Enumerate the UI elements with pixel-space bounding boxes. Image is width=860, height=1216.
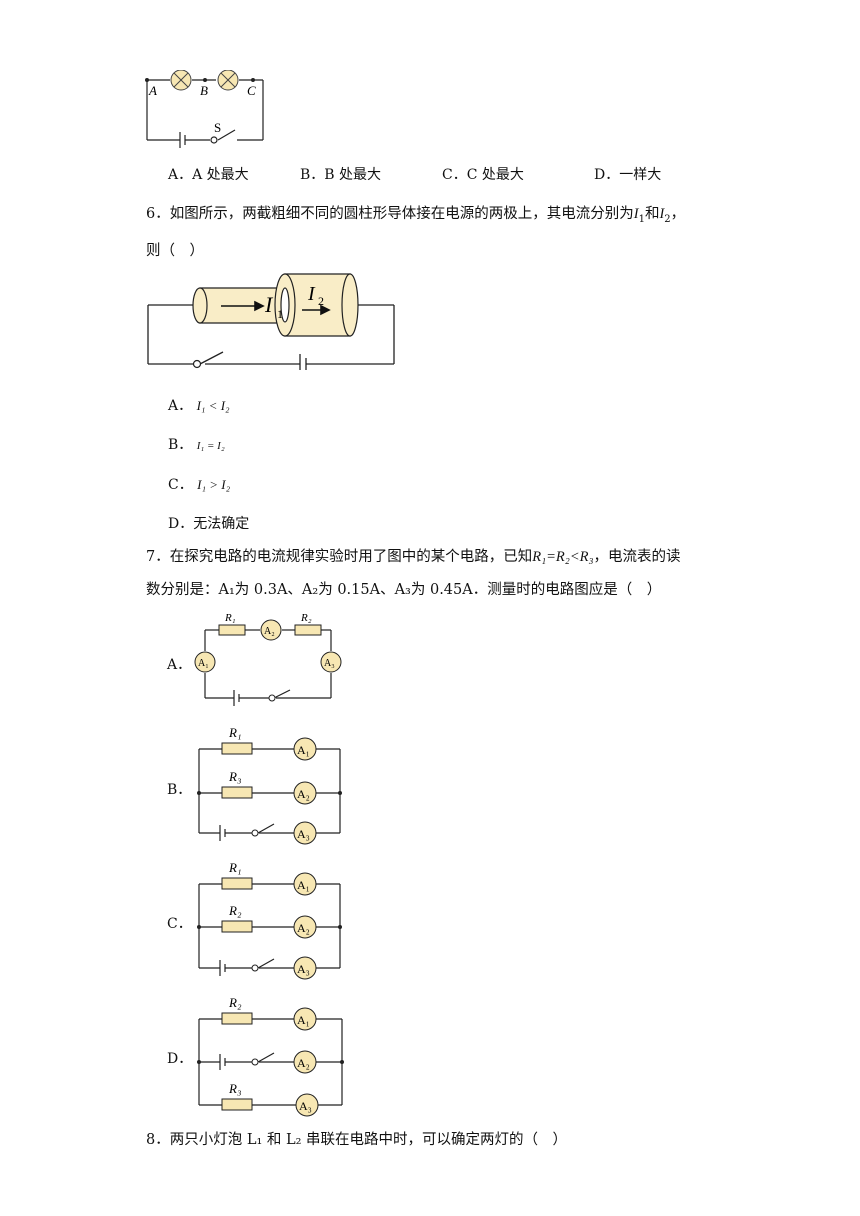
svg-text:2: 2	[318, 294, 324, 308]
q5-label-s: S	[214, 120, 221, 135]
q5-label-c: C	[247, 83, 256, 98]
svg-text:R₃: R₃	[228, 1081, 241, 1096]
svg-text:A₁: A₁	[297, 743, 310, 757]
svg-text:R₃: R₃	[228, 769, 241, 784]
resistor-r2	[294, 624, 322, 636]
ammeter-a3	[295, 1093, 319, 1117]
resistor-r3	[221, 786, 253, 799]
ammeter-a2	[293, 1050, 317, 1074]
q6-option-b: B． I₁ = I₂	[168, 437, 225, 453]
q6-option-c: C． I₁ > I₂	[168, 477, 231, 493]
q7-option-b-label: B．	[167, 782, 192, 798]
svg-text:R₁: R₁	[228, 860, 241, 875]
ammeter-a1	[194, 651, 216, 673]
q6-thick-conductor	[274, 273, 359, 337]
svg-text:1: 1	[277, 307, 283, 321]
svg-text:R₁: R₁	[224, 612, 236, 624]
svg-text:A₂: A₂	[264, 626, 275, 637]
q5-option-b: B．B 处最大	[300, 167, 382, 183]
svg-text:A₃: A₃	[299, 1099, 312, 1113]
resistor-r2	[221, 920, 253, 933]
q6-option-d: D．无法确定	[168, 516, 250, 532]
svg-text:R₂: R₂	[228, 995, 242, 1010]
svg-text:A₁: A₁	[297, 878, 310, 892]
resistor-r3	[221, 1098, 253, 1111]
ammeter-a1	[293, 872, 317, 896]
svg-text:A₂: A₂	[297, 787, 310, 801]
q7-stem-line2: 数分别是：A₁为 0.3A、A₂为 0.15A、A₃为 0.45A．测量时的电路…	[146, 582, 662, 598]
ammeter-a2	[293, 915, 317, 939]
svg-text:A₁: A₁	[198, 658, 209, 669]
q5-lamp-1	[170, 70, 192, 91]
q7-stem-line1: 7．在探究电路的电流规律实验时用了图中的某个电路，已知R₁=R₂<R₃，电流表的…	[146, 549, 681, 565]
resistor-r1	[221, 877, 253, 890]
svg-text:A₂: A₂	[297, 921, 310, 935]
ammeter-a1	[293, 737, 317, 761]
svg-text:A₃: A₃	[297, 962, 310, 976]
q7-circuit-d: A₁ A₂ A₃ R₂ R₃	[197, 995, 344, 1117]
q6-figure-i2: I	[307, 283, 316, 305]
resistor-r2	[221, 1012, 253, 1025]
svg-text:A₁: A₁	[297, 1013, 310, 1027]
ammeter-a2	[293, 781, 317, 805]
q6-stem-prefix: 6．如图所示，两截粗细不同的圆柱形导体接在电源的两极上，其电流分别为	[146, 206, 634, 222]
svg-text:A₃: A₃	[324, 658, 335, 669]
q7-option-c-label: C．	[167, 916, 192, 932]
resistor-r1	[218, 624, 246, 636]
q6-conductor-figure: I 1 I 2	[147, 273, 395, 370]
q5-label-a: A	[148, 83, 157, 98]
ammeter-a2	[260, 619, 282, 641]
svg-text:A₃: A₃	[297, 827, 310, 841]
q7-circuit-a: A₂ A₁ A₃ R₁ R₂	[194, 612, 342, 706]
q7-option-d-label: D．	[167, 1051, 193, 1067]
svg-text:R₂: R₂	[228, 903, 242, 918]
q5-option-c: C．C 处最大	[442, 167, 524, 183]
q5-label-b: B	[200, 83, 208, 98]
q6-option-a: A． I₁ < I₂	[168, 398, 230, 414]
q7-circuit-c: A₁ A₂ A₃ R₁ R₂	[197, 860, 342, 980]
q5-lamp-2	[217, 70, 239, 91]
q8-stem: 8．两只小灯泡 L₁ 和 L₂ 串联在电路中时，可以确定两灯的（ ）	[146, 1132, 568, 1148]
q5-option-d: D．一样大	[594, 167, 662, 183]
q6-stem-line1: 6．如图所示，两截粗细不同的圆柱形导体接在电源的两极上，其电流分别为I1和I2，	[146, 206, 686, 225]
q7-circuit-b: A₁ A₂ A₃ R₁ R₃	[197, 725, 342, 845]
svg-text:R₂: R₂	[300, 612, 312, 624]
q7-option-a-label: A．	[167, 657, 192, 673]
resistor-r1	[221, 742, 253, 755]
q6-figure-i1: I	[264, 292, 274, 317]
q5-circuit-figure: A B C S	[145, 70, 264, 148]
q5-option-a: A．A 处最大	[168, 167, 249, 183]
ammeter-a3	[293, 956, 317, 980]
svg-text:A₂: A₂	[297, 1056, 310, 1070]
ammeter-a3	[293, 821, 317, 845]
q6-stem-line2: 则（ ）	[146, 243, 204, 259]
ammeter-a1	[293, 1007, 317, 1031]
ammeter-a3	[320, 651, 342, 673]
svg-text:R₁: R₁	[228, 725, 241, 740]
